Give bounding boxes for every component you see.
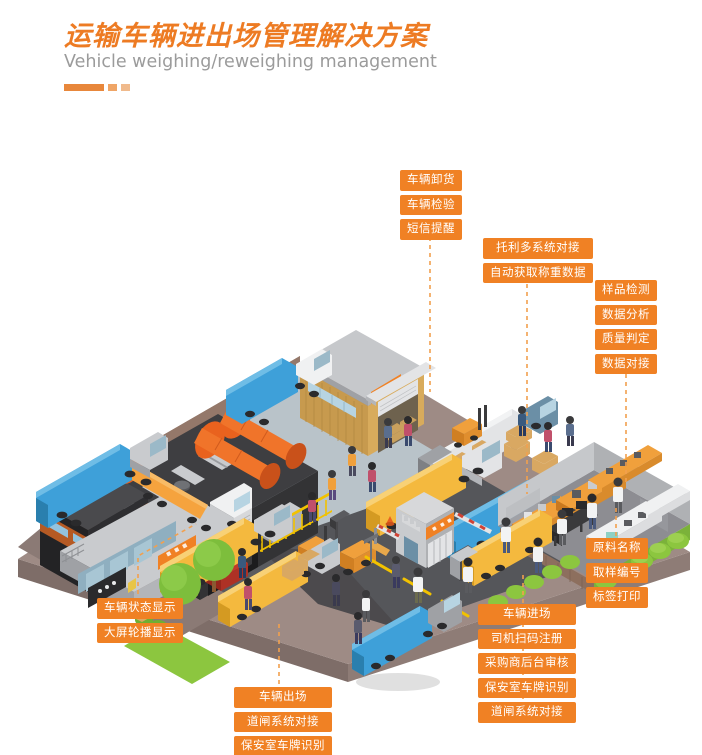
vehicle-status-display-group: 车辆状态显示 大屏轮播显示 xyxy=(97,598,183,643)
vehicle-unloading-group: 车辆卸货 车辆检验 短信提醒 xyxy=(400,170,462,240)
tag-vehicle-inspection[interactable]: 车辆检验 xyxy=(400,194,462,215)
tag-sample-testing[interactable]: 样品检测 xyxy=(595,280,657,301)
tag-quality-judgement[interactable]: 质量判定 xyxy=(595,329,657,350)
tag-security-plate-recognition[interactable]: 保安室车牌识别 xyxy=(478,677,576,698)
vehicle-entry-group: 车辆进场 司机扫码注册 采购商后台审核 保安室车牌识别 道闸系统对接 xyxy=(478,604,576,723)
tag-sms-reminder[interactable]: 短信提醒 xyxy=(400,219,462,240)
tag-vehicle-unloading[interactable]: 车辆卸货 xyxy=(400,170,462,191)
underline-segment-3 xyxy=(121,84,130,91)
page-subtitle: Vehicle weighing/reweighing management xyxy=(64,52,437,72)
tag-big-screen-rotation[interactable]: 大屏轮播显示 xyxy=(97,622,183,643)
tag-material-name[interactable]: 原料名称 xyxy=(586,538,648,559)
underline-segment-2 xyxy=(108,84,117,91)
tag-buyer-backend-approval[interactable]: 采购商后台审核 xyxy=(478,653,576,674)
poster-header: 运输车辆进出场管理解决方案 Vehicle weighing/reweighin… xyxy=(0,0,702,110)
weighing-system-group: 托利多系统对接 自动获取称重数据 xyxy=(483,238,593,283)
lab-testing-group: 样品检测 数据分析 质量判定 数据对接 xyxy=(595,280,657,374)
sampling-label-group: 原料名称 取样编号 标签打印 xyxy=(586,538,648,608)
tag-toledo-system-integration[interactable]: 托利多系统对接 xyxy=(483,238,593,259)
tag-vehicle-status-display[interactable]: 车辆状态显示 xyxy=(97,598,183,619)
tag-barrier-gate-integration[interactable]: 道闸系统对接 xyxy=(478,702,576,723)
tag-vehicle-exit[interactable]: 车辆出场 xyxy=(234,687,332,708)
vehicle-exit-group: 车辆出场 道闸系统对接 保安室车牌识别 xyxy=(234,687,332,755)
tag-sample-number[interactable]: 取样编号 xyxy=(586,562,648,583)
underline-segment-1 xyxy=(64,84,104,91)
tag-auto-weight-capture[interactable]: 自动获取称重数据 xyxy=(483,262,593,283)
tag-data-integration[interactable]: 数据对接 xyxy=(595,353,657,374)
isometric-factory-scene xyxy=(0,104,702,755)
page-title: 运输车辆进出场管理解决方案 xyxy=(64,21,428,52)
tag-label-printing[interactable]: 标签打印 xyxy=(586,587,648,608)
tag-exit-barrier-integration[interactable]: 道闸系统对接 xyxy=(234,711,332,732)
tag-driver-qr-registration[interactable]: 司机扫码注册 xyxy=(478,628,576,649)
tag-vehicle-entry[interactable]: 车辆进场 xyxy=(478,604,576,625)
tag-data-analysis[interactable]: 数据分析 xyxy=(595,304,657,325)
tag-exit-plate-recognition[interactable]: 保安室车牌识别 xyxy=(234,736,332,755)
